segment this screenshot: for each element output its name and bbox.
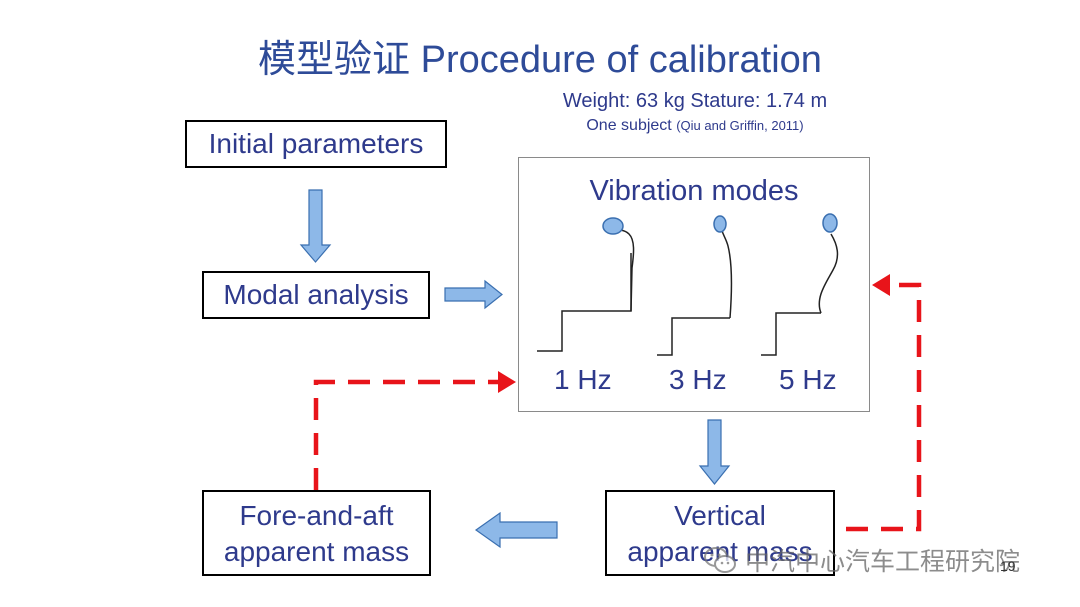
vibration-mode-shapes xyxy=(537,213,839,356)
fore-aft-label-line1: Fore-and-aft xyxy=(239,500,394,531)
feedback-arrowhead-left xyxy=(498,371,516,393)
mode-2-frequency: 3 Hz xyxy=(669,364,727,395)
watermark: 中汽中心汽车工程研究院 xyxy=(703,542,1020,578)
mode-shape-1hz xyxy=(537,217,635,352)
vibration-modes-box: Vibration modes 1 Hz 3 Hz 5 Hz xyxy=(518,157,870,412)
watermark-text: 中汽中心汽车工程研究院 xyxy=(745,548,1021,576)
arrow-modal-to-vibration xyxy=(444,279,503,310)
subject-citation: (Qiu and Griffin, 2011) xyxy=(676,118,804,133)
subject-info: One subject (Qiu and Griffin, 2011) xyxy=(520,117,870,135)
subject-count: One subject xyxy=(586,117,672,134)
fore-aft-apparent-mass-box: Fore-and-aft apparent mass xyxy=(202,490,431,576)
modal-analysis-box: Modal analysis xyxy=(202,271,430,319)
mode-3-frequency: 5 Hz xyxy=(779,364,837,395)
arrow-initial-to-modal xyxy=(299,189,332,263)
arrow-vertical-to-foreaft xyxy=(474,511,558,549)
mode-1-frequency: 1 Hz xyxy=(554,364,612,395)
vibration-modes-title: Vibration modes xyxy=(589,175,799,207)
arrow-vibration-to-vertical xyxy=(698,419,731,485)
feedback-vertical-to-vibration xyxy=(846,282,922,532)
subject-weight-stature: Weight: 63 kg Stature: 1.74 m xyxy=(562,90,828,112)
feedback-foreaft-to-vibration xyxy=(313,379,500,490)
vertical-label-line1: Vertical xyxy=(674,500,766,531)
feedback-arrowhead-right xyxy=(872,274,890,296)
initial-parameters-label: Initial parameters xyxy=(208,128,424,159)
initial-parameters-box: Initial parameters xyxy=(185,120,447,168)
page-title: 模型验证 Procedure of calibration xyxy=(258,39,822,81)
mode-shape-3hz xyxy=(657,215,733,356)
fore-aft-label-line2: apparent mass xyxy=(223,536,410,567)
wechat-icon xyxy=(704,547,736,573)
page-number: 19 xyxy=(1000,558,1016,574)
modal-analysis-label: Modal analysis xyxy=(223,279,409,310)
mode-shape-5hz xyxy=(761,213,839,356)
